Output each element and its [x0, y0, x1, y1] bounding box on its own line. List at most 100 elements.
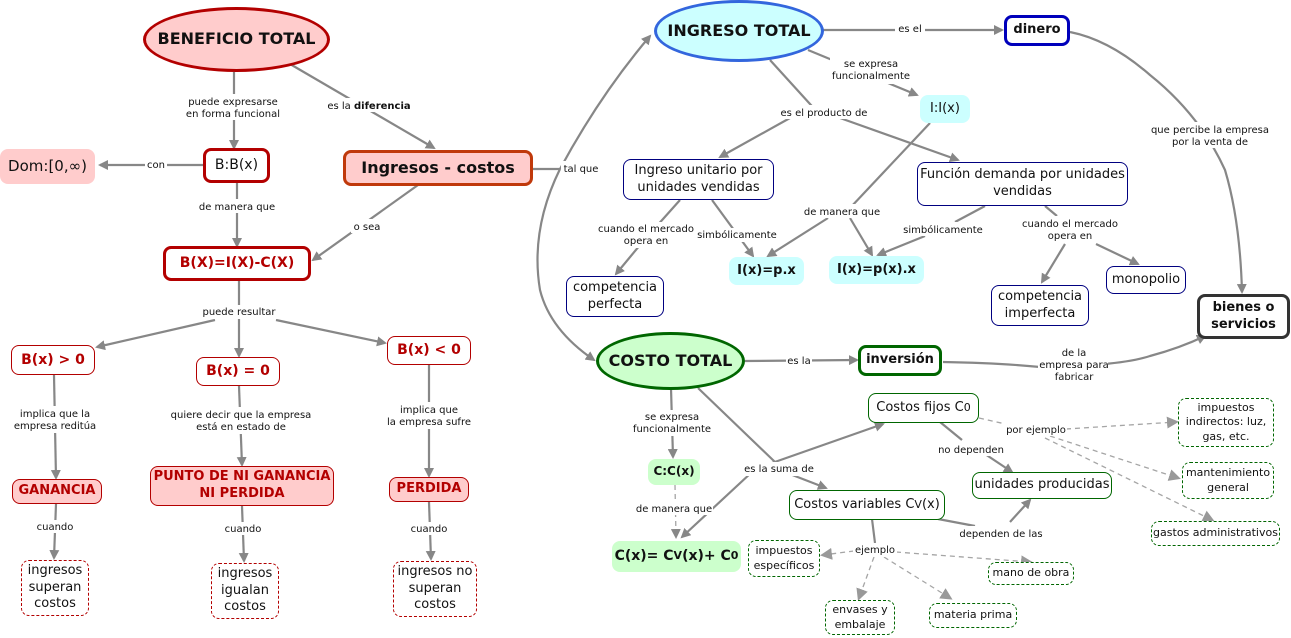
link-label-simbolicamente-2: simbólicamente	[903, 222, 983, 236]
link-label-simbolicamente-1: simbólicamente	[697, 228, 777, 242]
svg-text:funcionalmente: funcionalmente	[633, 424, 711, 435]
costos-variables-label: Costos variables C	[794, 496, 915, 512]
svg-text:de la: de la	[1062, 348, 1087, 359]
svg-text:cuando: cuando	[37, 522, 74, 533]
svg-text:puede resultar: puede resultar	[202, 307, 276, 318]
edge-ejemplo-mano	[895, 551, 1033, 568]
svg-text:de manera que: de manera que	[804, 207, 880, 218]
svg-text:es el: es el	[898, 24, 921, 35]
node-bx-formula[interactable]: B(X)=I(X)-C(X)	[163, 246, 311, 281]
edge-cuando-imperfecta	[1040, 243, 1066, 284]
node-mantenimiento[interactable]: mantenimiento general	[1182, 462, 1274, 499]
edge-dependen-unidades	[1009, 498, 1032, 523]
costos-variables-tail: (x)	[921, 496, 940, 512]
node-impuestos-especificos[interactable]: impuestos específicos	[748, 540, 820, 577]
svg-text:la empresa sufre: la empresa sufre	[387, 417, 471, 428]
edge-ejemplo-impesp	[820, 547, 855, 560]
link-label-cuando-mercado-2: cuando el mercado opera en	[1022, 216, 1118, 243]
node-monopolio[interactable]: monopolio	[1106, 266, 1186, 294]
link-label-de-la-empresa: de la empresa para fabricar	[1038, 346, 1109, 384]
node-ix-func[interactable]: I:I(x)	[920, 95, 970, 123]
node-ix-pxx[interactable]: I(x)=p(x).x	[829, 256, 924, 284]
svg-text:simbólicamente: simbólicamente	[903, 224, 983, 236]
node-competencia-imperfecta[interactable]: competencia imperfecta	[991, 285, 1089, 326]
node-materia-prima[interactable]: materia prima	[929, 603, 1017, 628]
link-label-cuando-1: cuando	[34, 520, 76, 533]
node-punto-ni-ganancia[interactable]: PUNTO DE NI GANANCIA NI PERDIDA	[150, 466, 334, 506]
svg-text:es la diferencia: es la diferencia	[327, 101, 410, 112]
node-bx-negative[interactable]: B(x) < 0	[387, 336, 471, 365]
link-label-con: con	[145, 158, 167, 171]
svg-text:que percibe la empresa: que percibe la empresa	[1151, 125, 1269, 136]
node-ganancia[interactable]: GANANCIA	[12, 479, 102, 504]
svg-text:con: con	[147, 160, 165, 171]
edge-porejemplo-gastos	[1044, 437, 1215, 522]
svg-text:por ejemplo: por ejemplo	[1006, 425, 1066, 436]
svg-text:de manera que: de manera que	[199, 202, 275, 213]
costos-fijos-label: Costos fijos C	[876, 399, 964, 415]
node-ingreso-unitario[interactable]: Ingreso unitario por unidades vendidas	[623, 159, 774, 200]
node-ingresos-no-superan[interactable]: ingresos no superan costos	[393, 561, 477, 617]
svg-text:implica que la: implica que la	[20, 409, 90, 420]
link-label-cuando-2: cuando	[222, 522, 264, 535]
node-ingresos-igualan[interactable]: ingresos igualan costos	[211, 563, 279, 619]
link-label-puede-resultar: puede resultar	[200, 305, 278, 319]
svg-text:tal que: tal que	[564, 164, 599, 175]
link-label-dependen-de: dependen de las	[958, 526, 1044, 540]
node-bx-func[interactable]: B:B(x)	[203, 148, 270, 183]
node-bx-zero[interactable]: B(x) = 0	[196, 357, 280, 386]
link-label-tal-que: tal que	[561, 161, 601, 175]
edge-talque-ingresototal	[559, 34, 652, 170]
svg-text:de manera que: de manera que	[636, 504, 712, 515]
edge-suma-cxformula	[680, 471, 753, 539]
edge-porejemplo-impind	[1065, 416, 1179, 430]
node-beneficio-total[interactable]: BENEFICIO TOTAL	[143, 7, 330, 72]
node-envases-embalaje[interactable]: envases y embalaje	[825, 600, 895, 635]
edge-manera-ixpxx	[849, 217, 874, 257]
node-impuestos-indirectos[interactable]: impuestos indirectos: luz, gas, etc.	[1178, 398, 1274, 447]
node-inversion[interactable]: inversión	[858, 345, 942, 376]
node-competencia-perfecta[interactable]: competencia perfecta	[566, 276, 664, 317]
svg-text:es la suma de: es la suma de	[744, 464, 814, 475]
svg-text:cuando: cuando	[225, 524, 262, 535]
svg-text:dependen de las: dependen de las	[959, 529, 1042, 540]
edge-costo-suma	[697, 387, 776, 463]
node-mano-obra[interactable]: mano de obra	[988, 562, 1074, 585]
link-label-implica-reditua: implica que la empresa reditúa	[12, 406, 98, 433]
svg-text:cuando el mercado: cuando el mercado	[1022, 219, 1118, 230]
node-ingresos-costos[interactable]: Ingresos - costos	[343, 150, 533, 186]
node-cx-func[interactable]: C:C(x)	[648, 459, 700, 485]
svg-text:por la venta de: por la venta de	[1172, 137, 1248, 148]
svg-text:es la: es la	[787, 356, 810, 367]
node-funcion-demanda[interactable]: Función demanda por unidades vendidas	[917, 162, 1128, 206]
edge-demanda-cuando	[1044, 205, 1058, 217]
node-bienes-servicios[interactable]: bienes o servicios	[1197, 294, 1290, 339]
node-unidades-producidas[interactable]: unidades producidas	[972, 472, 1112, 499]
edge-demanda-simb	[954, 205, 986, 223]
cx-formula-main: C(x)= C	[614, 548, 674, 565]
link-label-cuando-3: cuando	[408, 522, 450, 535]
node-dinero[interactable]: dinero	[1004, 15, 1070, 46]
node-bx-positive[interactable]: B(x) > 0	[11, 345, 95, 375]
svg-text:implica que: implica que	[400, 405, 458, 416]
svg-text:fabricar: fabricar	[1055, 372, 1095, 383]
node-gastos-administrativos[interactable]: gastos administrativos	[1151, 521, 1280, 546]
svg-text:ejemplo: ejemplo	[855, 545, 895, 556]
node-ingresos-superan[interactable]: ingresos superan costos	[21, 560, 89, 616]
node-ingreso-total[interactable]: INGRESO TOTAL	[654, 0, 824, 62]
edge-producto-unitario	[718, 117, 791, 158]
node-ix-px[interactable]: I(x)=p.x	[729, 257, 804, 285]
svg-text:no dependen: no dependen	[938, 445, 1004, 456]
svg-text:quiere decir que la empresa: quiere decir que la empresa	[171, 410, 312, 421]
link-label-por-ejemplo: por ejemplo	[1005, 422, 1067, 436]
node-perdida[interactable]: PERDIDA	[389, 477, 469, 502]
link-label-ejemplo: ejemplo	[853, 543, 897, 557]
link-label-o-sea: o sea	[351, 219, 383, 233]
node-dom[interactable]: Dom:[0,∞)	[0, 149, 95, 184]
node-costo-total[interactable]: COSTO TOTAL	[596, 332, 745, 390]
svg-text:opera en: opera en	[1048, 231, 1093, 242]
svg-text:puede expresarse: puede expresarse	[188, 97, 278, 108]
